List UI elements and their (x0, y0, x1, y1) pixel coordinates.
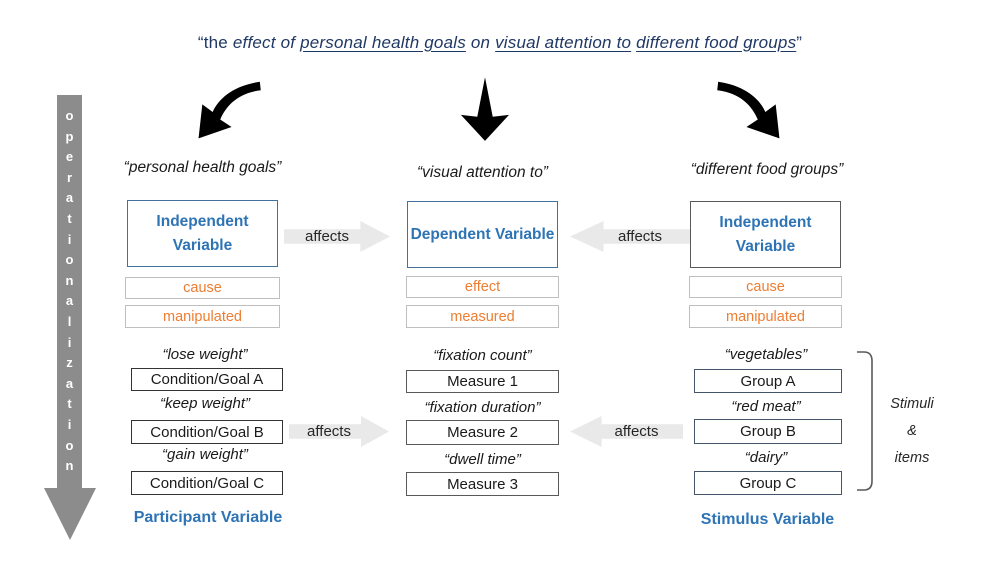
title-close: ” (796, 33, 803, 52)
group-a-box: Group A (694, 369, 842, 393)
affects-label: affects (307, 423, 351, 440)
straight-down-arrow-icon (460, 77, 510, 141)
affects-arrow-bottom-left: affects (289, 416, 389, 447)
left-arrow-icon (570, 416, 683, 447)
title-lead: “the (197, 33, 233, 52)
cause-box-left: cause (125, 277, 280, 299)
curved-arrow-left-icon (198, 81, 261, 139)
items-line: items (894, 450, 930, 466)
curved-arrow-right-icon (717, 81, 780, 139)
manipulated-box-right: manipulated (689, 305, 842, 328)
left-column-heading: “personal health goals” (123, 159, 282, 176)
measure-3-box: Measure 3 (406, 472, 559, 496)
ampersand-line: & (907, 423, 917, 439)
quote-vegetables: “vegetables” (724, 346, 808, 363)
effect-box: effect (406, 276, 559, 298)
quote-keep-weight: “keep weight” (159, 395, 251, 412)
quote-gain-weight: “gain weight” (162, 446, 248, 463)
left-arrow-icon (570, 221, 690, 252)
research-question-title: “the effect of personal health goals on … (0, 33, 1000, 53)
quote-fixation-duration: “fixation duration” (424, 399, 541, 416)
quote-dwell-time: “dwell time” (444, 451, 521, 468)
stimuli-items-label: Stimuli & items (876, 391, 948, 472)
group-c-box: Group C (694, 471, 842, 495)
measured-box: measured (406, 305, 559, 328)
affects-arrow-top-right: affects (570, 221, 690, 252)
affects-arrow-bottom-right: affects (570, 416, 683, 447)
quote-fixation-count: “fixation count” (433, 347, 532, 364)
independent-variable-box-left: Independent Variable (127, 200, 278, 267)
affects-arrow-top-left: affects (284, 221, 390, 252)
quote-red-meat: “red meat” (731, 398, 801, 415)
condition-goal-b-box: Condition/Goal B (131, 420, 283, 444)
affects-label: affects (618, 228, 662, 245)
condition-goal-a-box: Condition/Goal A (131, 368, 283, 391)
measure-1-box: Measure 1 (406, 370, 559, 393)
title-different-food-groups: different food groups (636, 33, 797, 52)
operationalization-arrow-body (57, 95, 82, 489)
title-effect-of: effect of (232, 33, 301, 52)
stimuli-line: Stimuli (890, 396, 934, 412)
right-column-heading: “different food groups” (690, 161, 844, 178)
cause-box-right: cause (689, 276, 842, 298)
affects-label: affects (614, 423, 659, 440)
title-visual-attention-to: visual attention to (495, 33, 632, 52)
quote-dairy: “dairy” (744, 449, 788, 466)
title-personal-health-goals: personal health goals (300, 33, 466, 52)
participant-variable-label: Participant Variable (133, 509, 283, 526)
middle-column-heading: “visual attention to” (417, 164, 548, 181)
dependent-variable-box: Dependent Variable (407, 201, 558, 268)
right-arrow-icon (289, 416, 389, 447)
operationalization-arrowhead-icon (44, 488, 96, 540)
quote-lose-weight: “lose weight” (162, 346, 248, 363)
stimulus-variable-label: Stimulus Variable (700, 511, 835, 528)
affects-label: affects (305, 228, 349, 245)
right-arrow-icon (284, 221, 390, 252)
condition-goal-c-box: Condition/Goal C (131, 471, 283, 495)
stimuli-bracket-icon (857, 351, 873, 491)
measure-2-box: Measure 2 (406, 420, 559, 445)
group-b-box: Group B (694, 419, 842, 444)
title-on: on (465, 33, 496, 52)
independent-variable-box-right: Independent Variable (690, 201, 841, 268)
manipulated-box-left: manipulated (125, 305, 280, 328)
